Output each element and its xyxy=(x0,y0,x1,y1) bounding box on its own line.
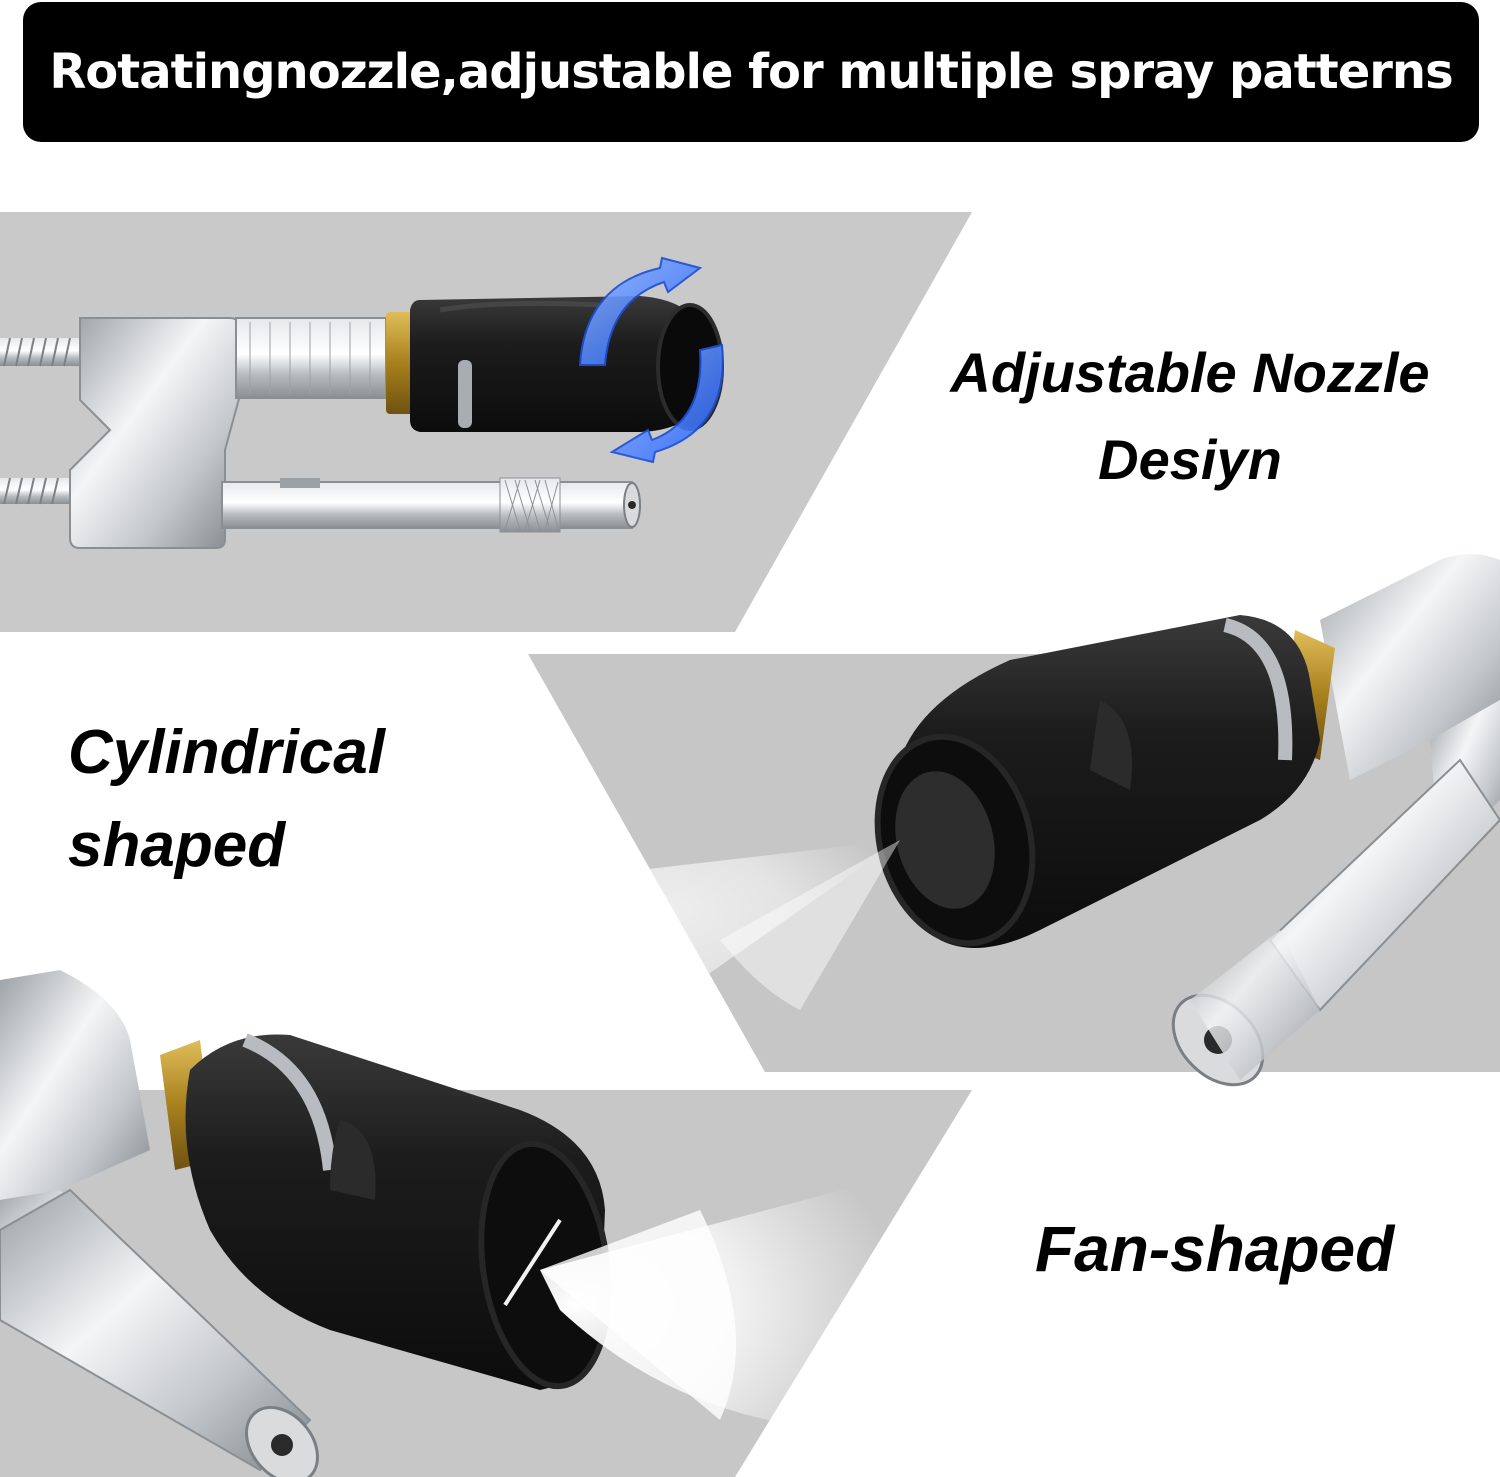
caption-fan-shaped: Fan-shaped xyxy=(1035,1200,1394,1299)
caption-cylindrical-line1: Cylindrical xyxy=(68,718,385,787)
rotate-arrows-icon xyxy=(578,256,724,464)
banner-title: Rotatingnozzle,adjustable for multiple s… xyxy=(49,44,1453,100)
nozzle-cylindrical xyxy=(640,554,1500,1087)
caption-cylindrical-line2: shaped xyxy=(68,811,286,880)
caption-adjustable-nozzle: Adjustable Nozzle Desiyn xyxy=(900,330,1480,504)
caption-adjustable-line1: Adjustable Nozzle xyxy=(950,341,1430,404)
nozzle-fan xyxy=(0,970,900,1477)
title-banner: Rotatingnozzle,adjustable for multiple s… xyxy=(23,2,1479,142)
caption-fan-line1: Fan-shaped xyxy=(1035,1213,1395,1285)
caption-adjustable-line2: Desiyn xyxy=(1098,427,1282,491)
nozzle-assembly-top xyxy=(0,296,724,549)
caption-cylindrical: Cylindrical shaped xyxy=(68,706,385,892)
